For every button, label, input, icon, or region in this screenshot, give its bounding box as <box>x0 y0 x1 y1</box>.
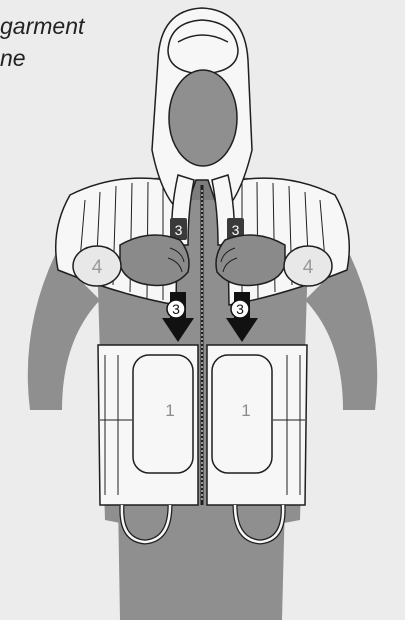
right-hand <box>216 235 285 285</box>
right-arrow-label: 3 <box>236 301 244 317</box>
left-panel-label: 1 <box>165 401 174 420</box>
left-shoulder-label: 4 <box>92 257 103 278</box>
left-hand <box>120 235 189 285</box>
right-panel-label: 1 <box>241 401 250 420</box>
caption-line-1: garment <box>0 10 150 42</box>
left-strap-label: 3 <box>175 222 183 238</box>
caption-text: garment ne <box>0 10 150 74</box>
caption-line-2: ne <box>0 42 150 74</box>
left-arrow-label: 3 <box>172 301 180 317</box>
vest <box>56 178 350 542</box>
right-shoulder-label: 4 <box>303 257 314 278</box>
